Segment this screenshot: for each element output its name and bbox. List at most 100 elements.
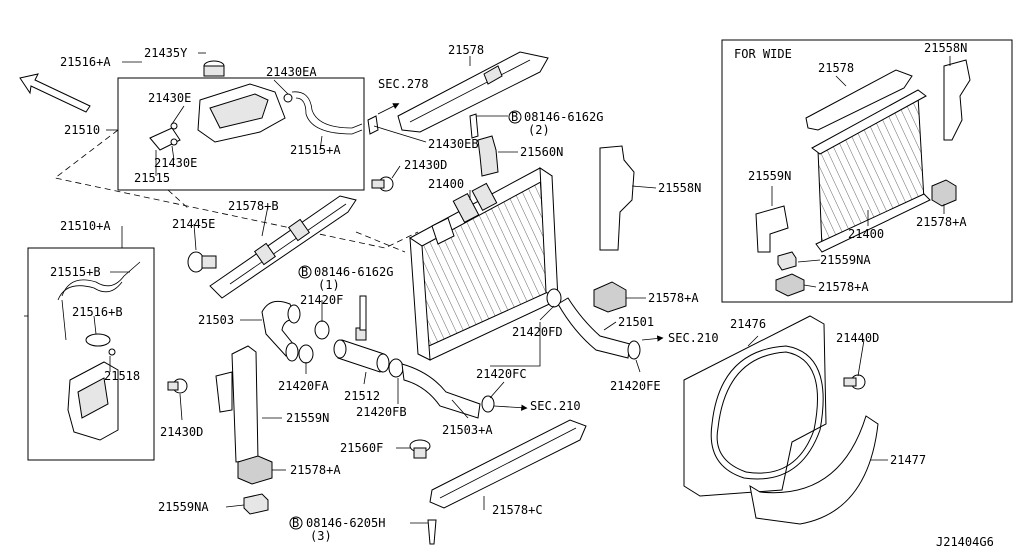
upper-radiator-hose: [261, 300, 301, 362]
part-labels: 21516+A 21435Y 21430EA SEC.278 21578 214…: [50, 43, 994, 549]
label-bolt2-pn: 08146-6162G: [314, 265, 393, 279]
label-sec278: SEC.278: [378, 77, 429, 91]
drain-plug-21560f: [409, 439, 431, 459]
bolt-21430d-bottom: [167, 378, 188, 394]
label-21515: 21515: [134, 171, 170, 185]
label-21420f: 21420F: [300, 293, 343, 307]
label-21400: 21400: [428, 177, 464, 191]
label-21515a: 21515+A: [290, 143, 341, 157]
inset-frame: [721, 39, 1013, 303]
bolt-markers: B B B: [289, 110, 522, 530]
label-wide-21558n: 21558N: [924, 41, 967, 55]
label-21516a: 21516+A: [60, 55, 111, 69]
reservoir-tank-box: [117, 77, 365, 191]
wide-sponge-21578a-2: [775, 273, 805, 297]
lower-air-deflector-c: [429, 419, 587, 509]
fan-shroud: [683, 315, 879, 525]
sponge-21578a-left: [237, 455, 273, 485]
label-21518: 21518: [104, 369, 140, 383]
washer-tank-assembly: [27, 247, 155, 461]
wide-sponge-21578a-1: [931, 179, 957, 207]
label-bolt2-qty: (1): [318, 278, 340, 292]
label-21430eb: 21430EB: [428, 137, 479, 151]
label-sec210-right: SEC.210: [668, 331, 719, 345]
label-21578a-left: 21578+A: [290, 463, 341, 477]
label-21512: 21512: [344, 389, 380, 403]
bolt-21430d-top: [371, 176, 394, 192]
label-wide-21559na: 21559NA: [820, 253, 871, 267]
label-wide-21559n: 21559N: [748, 169, 791, 183]
wide-variant-inset: [721, 39, 1013, 303]
label-21420fb: 21420FB: [356, 405, 407, 419]
label-bolt1-pn: 08146-6162G: [524, 110, 603, 124]
label-wide-21578a-2: 21578+A: [818, 280, 869, 294]
label-21430e-1: 21430E: [148, 91, 191, 105]
label-wide-21578a: 21578+A: [916, 215, 967, 229]
label-21420fc: 21420FC: [476, 367, 527, 381]
bolt-marker-1: B: [511, 110, 518, 124]
label-21578b: 21578+B: [228, 199, 279, 213]
label-21503: 21503: [198, 313, 234, 327]
seal-21559na-left: [243, 493, 269, 515]
label-bolt3-pn: 08146-6205H: [306, 516, 385, 530]
label-21445e: 21445E: [172, 217, 215, 231]
washer-tank-box: [27, 247, 155, 461]
bolt-21440d: [843, 374, 866, 390]
label-21560f: 21560F: [340, 441, 383, 455]
bracket-21560n: [477, 135, 499, 177]
wide-seal-21558n: [943, 59, 971, 141]
radiator-hose-21501: [557, 297, 641, 360]
label-21430e-2: 21430E: [154, 156, 197, 170]
label-sec210-mid: SEC.210: [530, 399, 581, 413]
hose-clamp-21420fc: [481, 395, 495, 413]
label-21430d-bottom: 21430D: [160, 425, 203, 439]
label-21560n: 21560N: [520, 145, 563, 159]
label-21510: 21510: [64, 123, 100, 137]
label-21559na-left: 21559NA: [158, 500, 209, 514]
label-21477: 21477: [890, 453, 926, 467]
label-21516b: 21516+B: [72, 305, 123, 319]
label-21578-top: 21578: [448, 43, 484, 57]
label-21420fa: 21420FA: [278, 379, 329, 393]
label-21420fd: 21420FD: [512, 325, 563, 339]
hose-clamp-21420fd: [546, 288, 562, 308]
wide-seal-21559n: [755, 205, 789, 253]
hose-clamp-21420fb: [388, 358, 404, 378]
lower-air-deflector-b: [209, 195, 357, 299]
bolt-marker-3: B: [292, 516, 299, 530]
main-radiator: [409, 167, 559, 361]
label-21578a-mid: 21578+A: [648, 291, 699, 305]
label-bolt3-qty: (3): [310, 529, 332, 543]
lower-radiator-hose: [401, 363, 481, 419]
label-21420fe: 21420FE: [610, 379, 661, 393]
clip-21430eb: [367, 115, 379, 135]
label-21476: 21476: [730, 317, 766, 331]
hose-clamp-21420fa: [298, 344, 314, 364]
lower-shroud-21477: [749, 415, 879, 525]
label-21510a: 21510+A: [60, 219, 111, 233]
label-21435y: 21435Y: [144, 46, 188, 60]
inset-labels: FOR WIDE 21578 21558N 21559N 21578+A 214…: [734, 41, 967, 294]
label-wide-21578: 21578: [818, 61, 854, 75]
inset-title: FOR WIDE: [734, 47, 792, 61]
upper-air-deflector: [397, 51, 549, 133]
label-21578c: 21578+C: [492, 503, 543, 517]
label-21559n-left: 21559N: [286, 411, 329, 425]
front-direction-arrow: [19, 73, 91, 113]
wide-deflector-21578: [805, 69, 913, 131]
reservoir-tank-assembly: [54, 60, 419, 249]
label-21501: 21501: [618, 315, 654, 329]
label-diagram-id: J21404G6: [936, 535, 994, 549]
label-21430ea: 21430EA: [266, 65, 317, 79]
label-21440d: 21440D: [836, 331, 879, 345]
label-21558n: 21558N: [658, 181, 701, 195]
seal-21559n-left: [231, 345, 259, 463]
sponge-21578a-mid: [593, 281, 627, 313]
label-bolt1-qty: (2): [528, 123, 550, 137]
bolt-marker-2: B: [301, 265, 308, 279]
hose-clamp-21420f: [314, 320, 330, 340]
side-seal-21558n: [599, 145, 635, 251]
rubber-mount-21445e: [187, 251, 217, 273]
label-wide-21400: 21400: [848, 227, 884, 241]
